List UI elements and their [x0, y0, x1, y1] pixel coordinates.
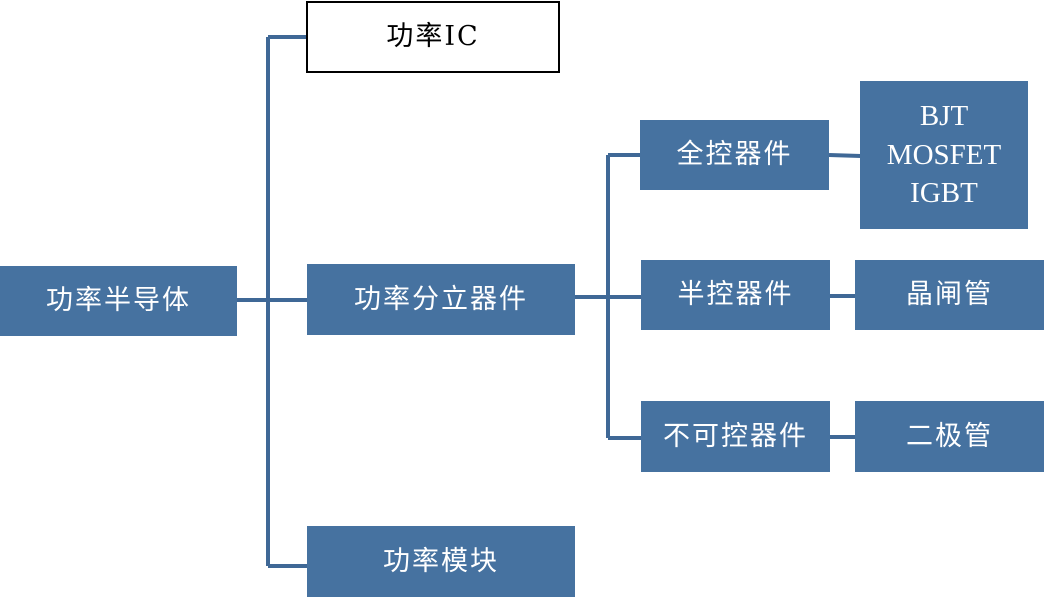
node-power-discrete-devices: 功率分立器件: [307, 264, 575, 335]
node-power-ic: 功率IC: [306, 1, 560, 73]
node-label: 功率分立器件: [354, 283, 528, 315]
node-label: 不可控器件: [663, 420, 808, 452]
node-power-semiconductor: 功率半导体: [0, 266, 237, 336]
node-diode: 二极管: [855, 401, 1044, 472]
node-uncontrolled-devices: 不可控器件: [641, 401, 830, 472]
node-label: 功率IC: [386, 21, 480, 53]
device-type-list: BJT MOSFET IGBT: [887, 97, 1001, 214]
node-label: 功率模块: [383, 545, 499, 577]
node-label: 二极管: [906, 420, 993, 452]
node-label: 晶闸管: [906, 279, 993, 311]
device-type-bjt: BJT: [919, 99, 969, 132]
connector-full-to-types: [828, 153, 862, 158]
node-label: 全控器件: [676, 139, 793, 171]
node-thyristor: 晶闸管: [855, 260, 1044, 330]
node-label: 半控器件: [677, 279, 794, 311]
node-label: 功率半导体: [46, 285, 191, 317]
device-type-mosfet: MOSFET: [886, 138, 1002, 171]
node-power-module: 功率模块: [307, 526, 575, 597]
node-half-control-devices: 半控器件: [641, 260, 830, 330]
node-full-control-types: BJT MOSFET IGBT: [860, 81, 1028, 229]
device-type-igbt: IGBT: [910, 177, 978, 210]
node-full-control-devices: 全控器件: [640, 120, 829, 190]
